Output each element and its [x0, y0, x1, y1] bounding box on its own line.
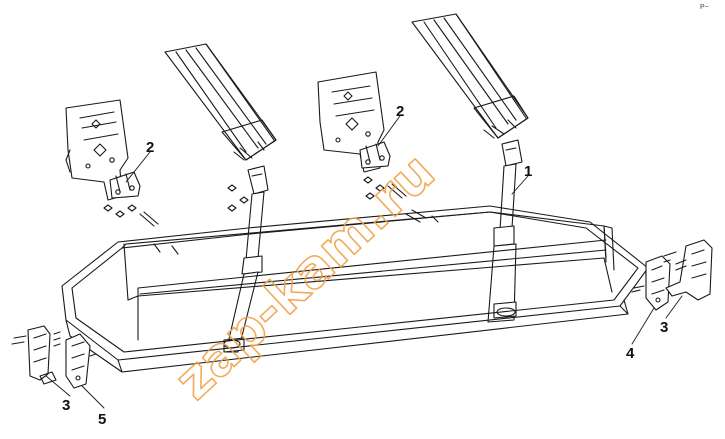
strap-left	[223, 165, 269, 353]
end-bracket-left	[65, 333, 97, 389]
callout-4: 4	[626, 345, 635, 362]
end-clamp-left	[11, 325, 61, 385]
toolbox-tray	[61, 205, 649, 373]
corner-mark: P~	[700, 4, 709, 11]
callout-2-right: 2	[396, 103, 404, 120]
callout-5: 5	[98, 411, 106, 428]
end-clamp-right	[663, 239, 713, 301]
callout-2-left: 2	[146, 139, 154, 156]
watermark: zap-kam.ru	[164, 142, 447, 411]
hanger-bracket-left	[109, 171, 141, 199]
callout-3-left: 3	[62, 397, 70, 414]
callout-1: 1	[524, 163, 532, 180]
end-bracket-right	[631, 255, 671, 311]
callout-labels: 1 2 2 3 3 4 5	[62, 103, 668, 428]
rail-beam-left	[164, 43, 277, 161]
rail-beam-right	[411, 13, 529, 139]
fasteners	[103, 176, 439, 255]
leader-lines	[45, 115, 683, 409]
callout-3-right: 3	[660, 319, 668, 336]
strap-right	[487, 139, 523, 323]
